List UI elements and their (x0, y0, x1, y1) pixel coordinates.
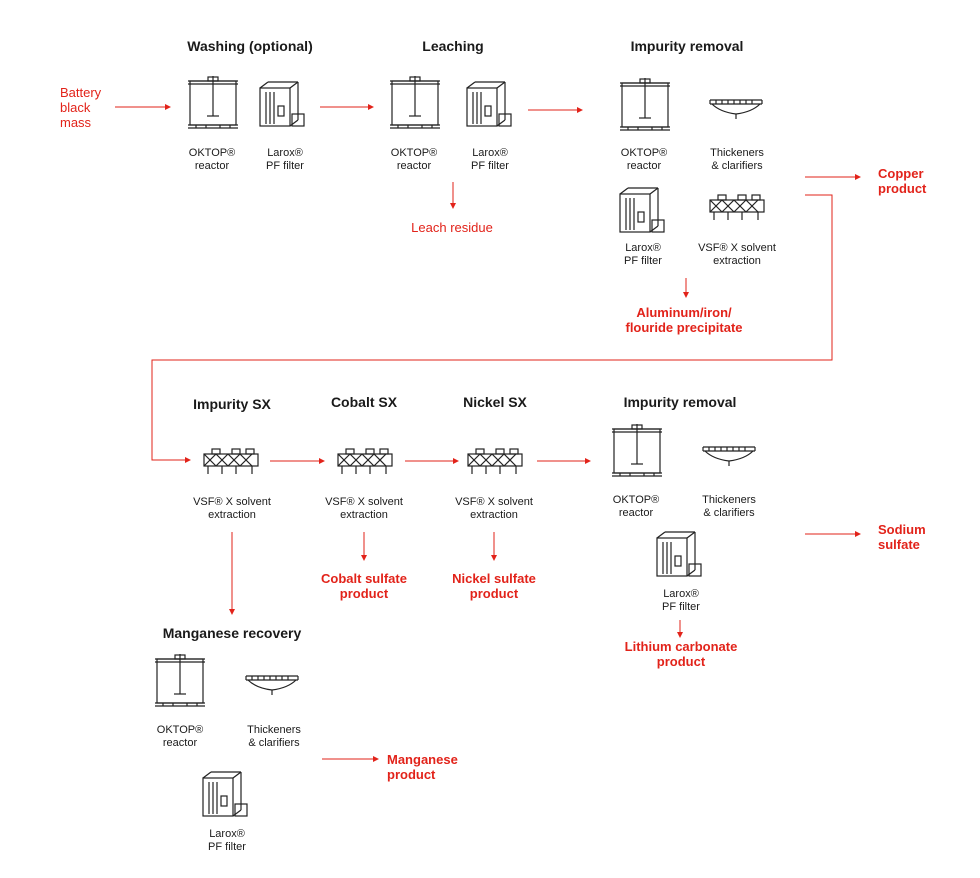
thickener-label: Thickeners& clarifiers (710, 147, 764, 172)
stage-title-cobalt-sx: Cobalt SX (330, 394, 398, 410)
filter-label: Larox®PF filter (624, 242, 662, 267)
thickener-label: Thickeners& clarifiers (702, 494, 756, 519)
stage-title-impurity-removal: Impurity removal (630, 38, 744, 54)
solvent-extraction-icon (709, 194, 765, 220)
reactor-label: OKTOP®reactor (188, 147, 236, 172)
reactor-label: OKTOP®reactor (390, 147, 438, 172)
filter-icon (202, 771, 248, 817)
reactor-label: OKTOP®reactor (620, 147, 668, 172)
filter-icon (619, 187, 665, 233)
filter-icon (656, 531, 702, 577)
reactor-icon (155, 654, 205, 707)
leach-residue: Leach residue (411, 220, 493, 235)
reactor-icon (620, 78, 670, 131)
stage-title-washing: Washing (optional) (187, 38, 313, 54)
filter-icon (466, 81, 512, 127)
reactor-icon (188, 76, 238, 129)
thickener-icon (245, 675, 299, 695)
solvent-extraction-icon (467, 448, 523, 474)
filter-icon (259, 81, 305, 127)
filter-label: Larox®PF filter (208, 828, 246, 853)
stage-title-impurity-removal: Impurity removal (623, 394, 737, 410)
solvent-extraction-icon (337, 448, 393, 474)
thickener-icon (702, 446, 756, 466)
reactor-label: OKTOP®reactor (612, 494, 660, 519)
arrow-loop-down (151, 194, 833, 463)
stage-title-manganese-recovery: Manganese recovery (162, 625, 302, 641)
thickener-label: Thickeners& clarifiers (247, 724, 301, 749)
reactor-icon (390, 76, 440, 129)
reactor-label: OKTOP®reactor (156, 724, 204, 749)
aluminum-iron-fluoride-precipitate: Aluminum/iron/flouride precipitate (625, 305, 743, 335)
stage-title-nickel-sx: Nickel SX (463, 394, 527, 410)
stage-title-leaching: Leaching (422, 38, 484, 54)
thickener-icon (709, 99, 763, 119)
filter-label: Larox®PF filter (266, 147, 304, 172)
solvent-extraction-icon (203, 448, 259, 474)
stage-title-impurity-sx: Impurity SX (193, 396, 271, 412)
filter-label: Larox®PF filter (471, 147, 509, 172)
reactor-icon (612, 424, 662, 477)
filter-label: Larox®PF filter (662, 588, 700, 613)
